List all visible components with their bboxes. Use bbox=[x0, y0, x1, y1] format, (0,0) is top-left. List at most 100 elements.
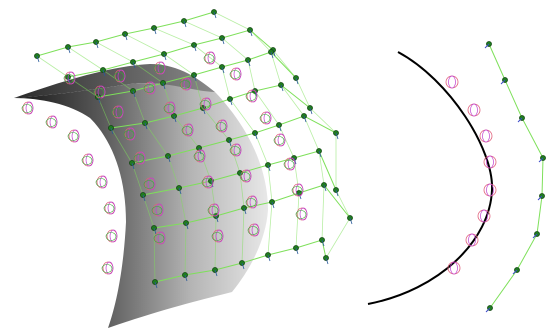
curve-control-tick bbox=[485, 307, 491, 313]
control-point-tick bbox=[349, 217, 353, 225]
frame-circle bbox=[299, 207, 308, 221]
frame-circle bbox=[63, 74, 75, 83]
control-point-tick bbox=[132, 90, 136, 98]
frame-circle bbox=[185, 123, 194, 137]
control-point-tick bbox=[278, 124, 282, 132]
frame-circle bbox=[147, 81, 156, 95]
frame-circle bbox=[249, 89, 258, 103]
curve-frame-circle bbox=[468, 233, 476, 247]
frame-circle bbox=[203, 54, 215, 63]
control-point bbox=[108, 125, 114, 131]
control-point-tick bbox=[36, 55, 40, 63]
frame-circle bbox=[295, 183, 304, 197]
frame-circle bbox=[67, 71, 76, 85]
curve-frame-circle bbox=[486, 183, 494, 197]
frame-circle bbox=[259, 114, 271, 123]
control-net-column bbox=[36, 55, 156, 283]
frame-circle bbox=[143, 84, 155, 93]
frame-circle bbox=[103, 204, 115, 213]
frame-circle bbox=[207, 206, 219, 215]
frame-circle bbox=[101, 264, 113, 273]
frame-circle bbox=[105, 261, 114, 275]
surface-body bbox=[14, 83, 268, 328]
control-point-tick bbox=[185, 222, 189, 230]
control-point-tick bbox=[215, 215, 219, 223]
control-net-row bbox=[131, 115, 337, 164]
curve-control-tick bbox=[537, 195, 543, 201]
frame-circle bbox=[211, 232, 223, 241]
frame-circle bbox=[215, 122, 227, 131]
control-point-tick bbox=[221, 37, 225, 45]
control-point-tick bbox=[178, 187, 182, 195]
frame-circle bbox=[155, 203, 164, 217]
curve-control-tick bbox=[500, 79, 506, 85]
control-net-column bbox=[124, 33, 245, 264]
frame-circle bbox=[67, 132, 79, 141]
curve-control-polygon bbox=[488, 43, 544, 309]
control-net-column bbox=[153, 27, 273, 256]
control-point-tick bbox=[309, 107, 313, 115]
curve-control-tick bbox=[517, 117, 523, 123]
curve-frame-circle bbox=[483, 183, 497, 197]
control-point-tick bbox=[210, 180, 214, 188]
control-point-tick bbox=[229, 98, 233, 106]
frame-circle bbox=[147, 177, 156, 191]
frame-circle bbox=[137, 151, 146, 165]
frame-circle bbox=[115, 105, 124, 119]
control-point-tick bbox=[132, 61, 136, 69]
frame-circle bbox=[85, 153, 94, 167]
frame-circle bbox=[157, 231, 166, 245]
frame-circle bbox=[201, 178, 213, 187]
control-point-tick bbox=[243, 207, 247, 215]
frame-circle bbox=[251, 223, 260, 237]
control-point-tick bbox=[162, 82, 166, 90]
frame-circle bbox=[211, 203, 220, 217]
control-net-row bbox=[67, 29, 274, 78]
frame-circle bbox=[151, 206, 163, 215]
frame-circle bbox=[153, 234, 165, 243]
control-point-tick bbox=[124, 33, 128, 41]
curve-frame-circle bbox=[445, 75, 459, 89]
frame-circle bbox=[71, 129, 80, 143]
control-net-column bbox=[213, 11, 325, 241]
control-point-tick bbox=[267, 164, 271, 172]
control-point-tick bbox=[153, 227, 157, 235]
curve-frame-circle bbox=[486, 155, 494, 169]
frame-circle bbox=[249, 195, 258, 209]
control-point-tick bbox=[102, 69, 106, 77]
frame-circle bbox=[295, 210, 307, 219]
frame-circle bbox=[183, 77, 192, 91]
control-point-tick bbox=[321, 239, 325, 247]
frame-circle bbox=[113, 72, 125, 81]
curve-control-tick bbox=[538, 157, 544, 163]
frame-circle bbox=[219, 119, 228, 133]
control-net-row bbox=[110, 84, 311, 129]
frame-circle bbox=[197, 149, 206, 163]
control-point-tick bbox=[303, 115, 307, 123]
control-point-tick bbox=[325, 257, 329, 265]
control-point-tick bbox=[254, 132, 258, 140]
frame-circle bbox=[229, 146, 241, 155]
frame-circle bbox=[49, 115, 58, 129]
surface bbox=[14, 64, 268, 328]
control-point-tick bbox=[270, 51, 274, 59]
frame-circle bbox=[117, 69, 126, 83]
control-point-tick bbox=[144, 122, 148, 130]
frame-circle bbox=[95, 178, 107, 187]
frame-circle bbox=[109, 229, 118, 243]
control-net-row bbox=[153, 184, 351, 229]
control-net-column bbox=[67, 46, 187, 276]
frame-circle bbox=[21, 104, 33, 113]
curve-frame-circle bbox=[470, 103, 478, 117]
frame-circle bbox=[247, 226, 259, 235]
frame-circle bbox=[193, 152, 205, 161]
frame-circle bbox=[283, 160, 295, 169]
frame-circle bbox=[105, 232, 117, 241]
frame-circle bbox=[123, 130, 135, 139]
control-point-tick bbox=[247, 59, 251, 67]
curve-panel bbox=[367, 41, 546, 313]
control-net-row bbox=[142, 150, 337, 196]
control-point-tick bbox=[184, 274, 188, 282]
control-point-tick bbox=[280, 84, 284, 92]
curve-frame-circle bbox=[450, 261, 458, 275]
